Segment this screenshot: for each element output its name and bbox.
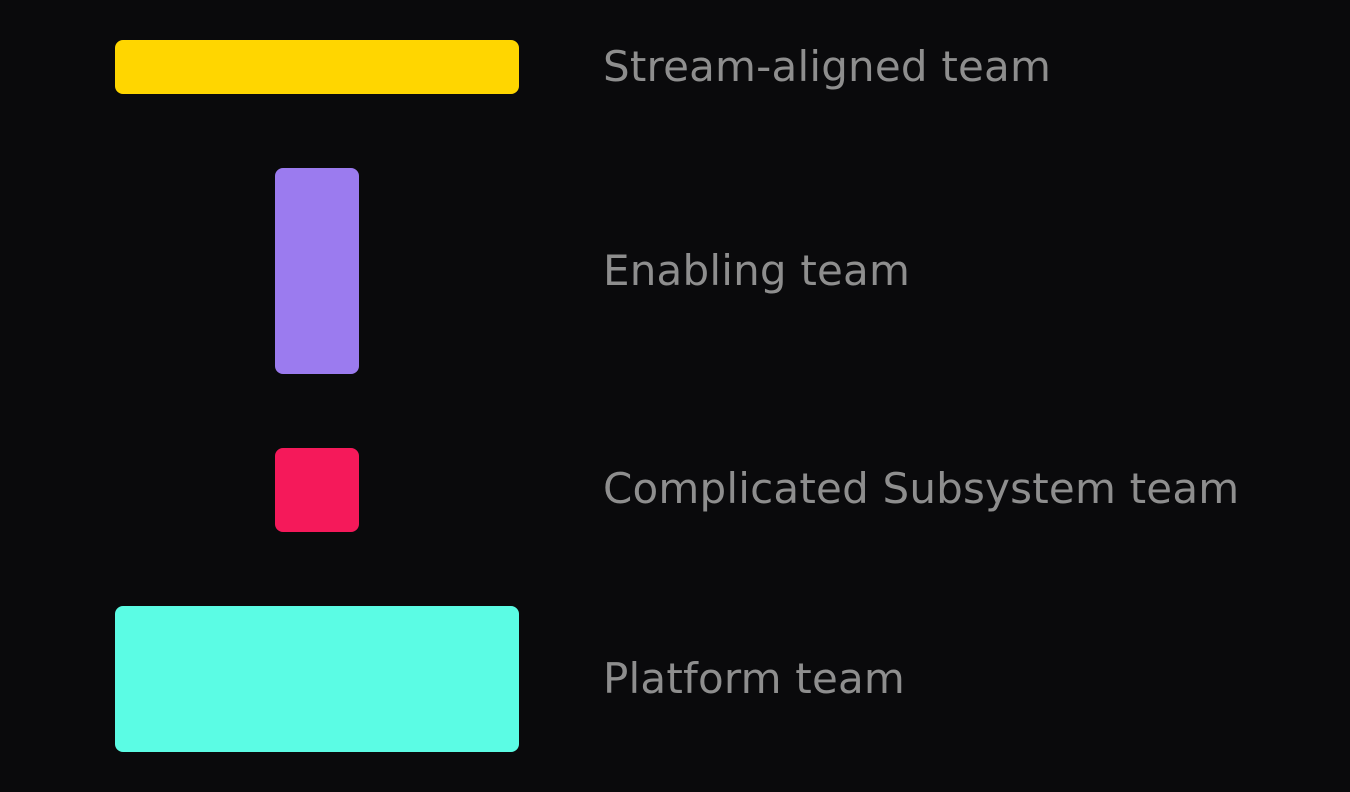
stream-aligned-team-shape	[115, 40, 519, 94]
platform-team-label: Platform team	[603, 654, 906, 703]
enabling-team-label: Enabling team	[603, 246, 911, 295]
stream-aligned-team-label: Stream-aligned team	[603, 42, 1052, 91]
complicated-subsystem-team-shape	[275, 448, 359, 532]
complicated-subsystem-team-label: Complicated Subsystem team	[603, 464, 1240, 513]
platform-team-shape	[115, 606, 519, 752]
enabling-team-shape	[275, 168, 359, 374]
